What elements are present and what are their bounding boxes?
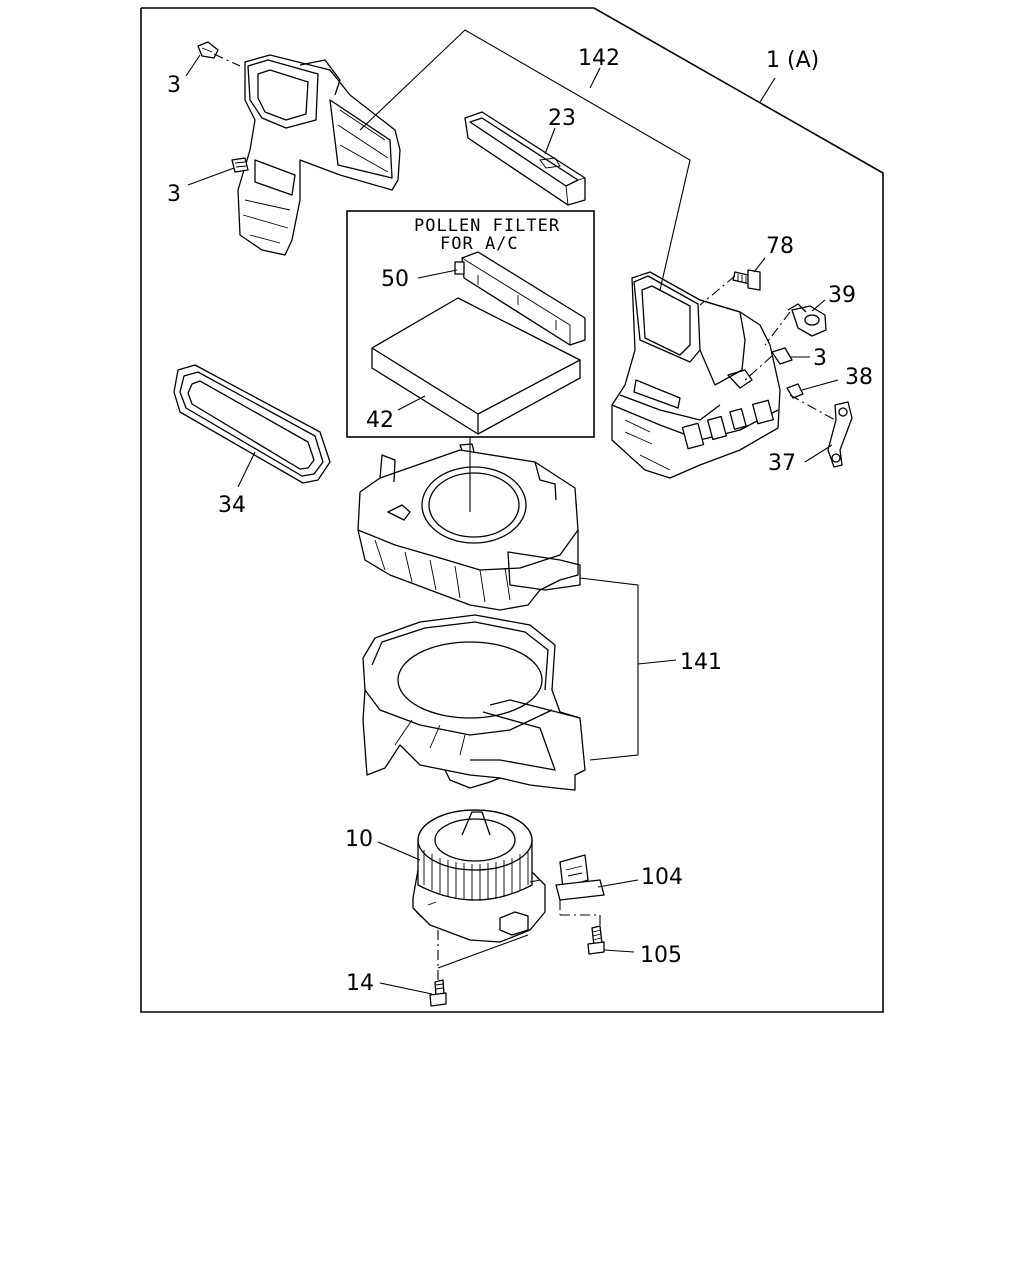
filter-strip-50 bbox=[454, 251, 586, 346]
clip-38 bbox=[786, 383, 804, 399]
assembly-frame bbox=[140, 7, 884, 1013]
blower-case-lower bbox=[362, 614, 586, 791]
gasket-34 bbox=[173, 364, 331, 484]
callout-141: 141 bbox=[680, 650, 722, 675]
clip-fastener-3-left bbox=[231, 157, 249, 173]
callout-10: 10 bbox=[345, 827, 373, 852]
callout-1a: 1 (A) bbox=[766, 48, 819, 73]
resistor-104 bbox=[555, 854, 605, 901]
callout-3-right: 3 bbox=[813, 346, 827, 371]
callout-50: 50 bbox=[381, 267, 409, 292]
blower-case-upper bbox=[357, 443, 581, 611]
callout-37: 37 bbox=[768, 451, 796, 476]
clip-fastener-3-top bbox=[197, 41, 219, 59]
actuator-39 bbox=[787, 303, 827, 337]
mode-unit-housing bbox=[611, 271, 781, 479]
callout-105: 105 bbox=[640, 943, 682, 968]
leader-lines bbox=[185, 29, 839, 995]
callout-14: 14 bbox=[346, 971, 374, 996]
pollen-filter-label-line1: POLLEN FILTER bbox=[414, 216, 560, 236]
filter-frame-23 bbox=[464, 111, 586, 206]
screw-14 bbox=[429, 979, 447, 1007]
callout-3-left: 3 bbox=[167, 182, 181, 207]
pollen-filter-label-line2: FOR A/C bbox=[440, 234, 519, 254]
screw-105 bbox=[587, 925, 605, 955]
callout-34: 34 bbox=[218, 493, 246, 518]
callout-39: 39 bbox=[828, 283, 856, 308]
callout-78: 78 bbox=[766, 234, 794, 259]
callout-38: 38 bbox=[845, 365, 873, 390]
callout-23: 23 bbox=[548, 106, 576, 131]
blower-motor-10 bbox=[412, 809, 546, 943]
bolt-78 bbox=[732, 269, 761, 291]
callout-3-top: 3 bbox=[167, 73, 181, 98]
link-arm-37 bbox=[827, 401, 853, 468]
callout-104: 104 bbox=[641, 865, 683, 890]
clip-fastener-3-right bbox=[771, 347, 793, 365]
callout-142: 142 bbox=[578, 46, 620, 71]
intake-duct-upper bbox=[237, 54, 401, 256]
callout-labels: 3 3 142 1 (A) 23 78 39 3 38 37 50 42 34 … bbox=[167, 46, 873, 996]
callout-42: 42 bbox=[366, 408, 394, 433]
filter-element-42 bbox=[371, 297, 581, 435]
